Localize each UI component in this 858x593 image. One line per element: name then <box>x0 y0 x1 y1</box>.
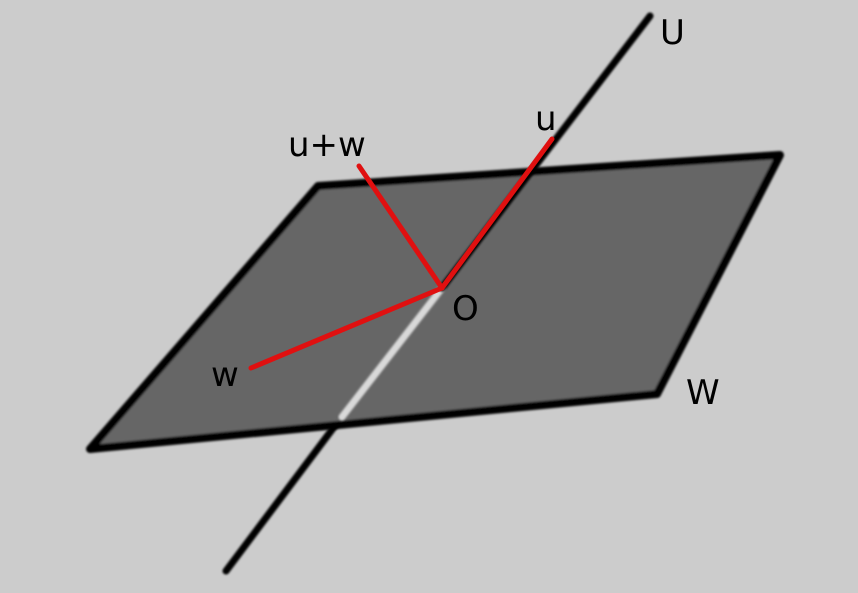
vector-w <box>248 285 445 371</box>
label-vector-u-plus-w: u+w <box>288 125 366 165</box>
vector-u <box>439 136 555 291</box>
line-u-hidden-segment <box>338 284 446 421</box>
vector-u-plus-w <box>356 163 445 291</box>
label-vector-u: u <box>535 99 557 139</box>
label-plane-w: W <box>686 373 720 413</box>
line-u-lower <box>222 415 344 575</box>
label-line-u: U <box>660 13 685 53</box>
label-vector-w: w <box>211 355 239 395</box>
label-origin: O <box>452 289 479 329</box>
